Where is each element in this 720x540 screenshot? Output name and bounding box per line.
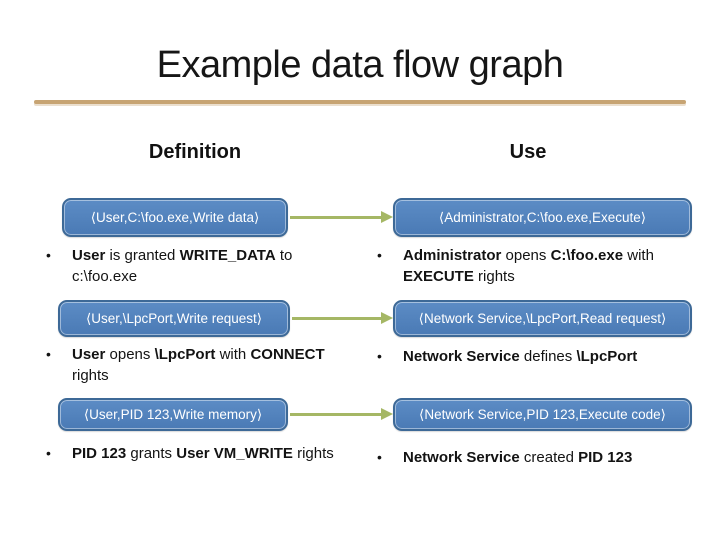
bullet-text: User is granted WRITE_DATA to c:\foo.exe bbox=[72, 247, 293, 285]
use-tuple-box: ⟨Network Service,\LpcPort,Read request⟩ bbox=[393, 300, 692, 337]
use-bullet: • Network Service defines \LpcPort bbox=[377, 346, 689, 367]
bullet-text: Administrator opens C:\foo.exe with EXEC… bbox=[403, 247, 654, 285]
arrow-shaft bbox=[290, 412, 382, 416]
slide-title: Example data flow graph bbox=[156, 44, 564, 86]
bullet-text: Network Service created PID 123 bbox=[403, 449, 633, 466]
arrow-shaft bbox=[290, 215, 382, 219]
use-bullet: • Network Service created PID 123 bbox=[377, 447, 689, 468]
bullet-marker: • bbox=[46, 445, 51, 461]
column-header-use: Use bbox=[509, 141, 547, 163]
column-header-definition: Definition bbox=[148, 141, 242, 163]
flow-arrow-icon bbox=[292, 312, 393, 324]
bullet-marker: • bbox=[377, 348, 382, 364]
flow-arrow-icon bbox=[290, 211, 393, 223]
arrow-head bbox=[381, 211, 393, 223]
arrow-head bbox=[381, 408, 393, 420]
definition-tuple-box: ⟨User,\LpcPort,Write request⟩ bbox=[58, 300, 290, 337]
use-tuple-box: ⟨Administrator,C:\foo.exe,Execute⟩ bbox=[393, 198, 692, 237]
definition-bullet: • User is granted WRITE_DATA to c:\foo.e… bbox=[46, 245, 334, 287]
arrow-head bbox=[381, 312, 393, 324]
arrow-shaft bbox=[292, 316, 382, 320]
flow-arrow-icon bbox=[290, 408, 393, 420]
bullet-marker: • bbox=[46, 247, 51, 263]
title-underline bbox=[34, 100, 686, 104]
bullet-text: PID 123 grants User VM_WRITE rights bbox=[72, 445, 334, 462]
use-bullet: • Administrator opens C:\foo.exe with EX… bbox=[377, 245, 683, 287]
definition-bullet: • User opens \LpcPort with CONNECT right… bbox=[46, 344, 334, 386]
definition-tuple-box: ⟨User,PID 123,Write memory⟩ bbox=[58, 398, 288, 431]
definition-bullet: • PID 123 grants User VM_WRITE rights bbox=[46, 443, 372, 464]
bullet-marker: • bbox=[46, 346, 51, 362]
bullet-marker: • bbox=[377, 247, 382, 263]
bullet-text: Network Service defines \LpcPort bbox=[403, 348, 638, 365]
bullet-text: User opens \LpcPort with CONNECT rights bbox=[72, 346, 325, 384]
definition-tuple-box: ⟨User,C:\foo.exe,Write data⟩ bbox=[62, 198, 288, 237]
use-tuple-box: ⟨Network Service,PID 123,Execute code⟩ bbox=[393, 398, 692, 431]
bullet-marker: • bbox=[377, 449, 382, 465]
